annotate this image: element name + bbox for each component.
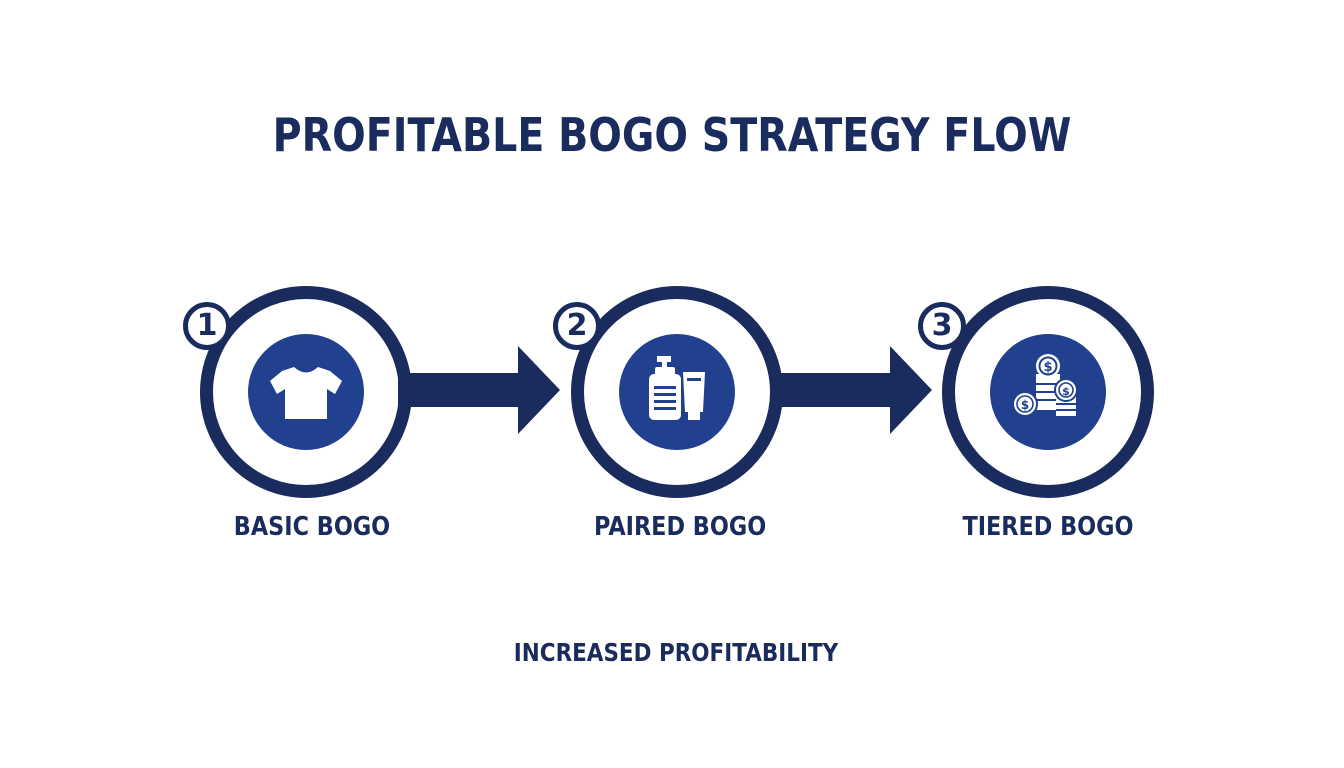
coin-stacks-icon: $ $ $ — [990, 334, 1106, 450]
step-1-circle — [200, 286, 412, 498]
svg-text:$: $ — [1062, 385, 1070, 398]
step-3-number-badge: 3 — [918, 302, 966, 350]
outcome-label: INCREASED PROFITABILITY — [513, 638, 839, 667]
arrow-right-icon — [770, 346, 932, 434]
t-shirt-icon — [248, 334, 364, 450]
step-3-label: TIERED BOGO — [962, 512, 1134, 542]
step-2-circle — [571, 286, 783, 498]
bottle-and-tube-icon — [619, 334, 735, 450]
step-2-number-badge: 2 — [553, 302, 601, 350]
step-1-number-badge: 1 — [183, 302, 231, 350]
svg-text:$: $ — [1043, 360, 1052, 375]
step-1-label: BASIC BOGO — [233, 512, 391, 542]
diagram-title: PROFITABLE BOGO STRATEGY FLOW — [272, 108, 1072, 162]
step-3-circle: $ $ $ — [942, 286, 1154, 498]
step-2-label: PAIRED BOGO — [594, 512, 767, 542]
svg-text:$: $ — [1021, 398, 1029, 412]
arrow-right-icon — [398, 346, 560, 434]
